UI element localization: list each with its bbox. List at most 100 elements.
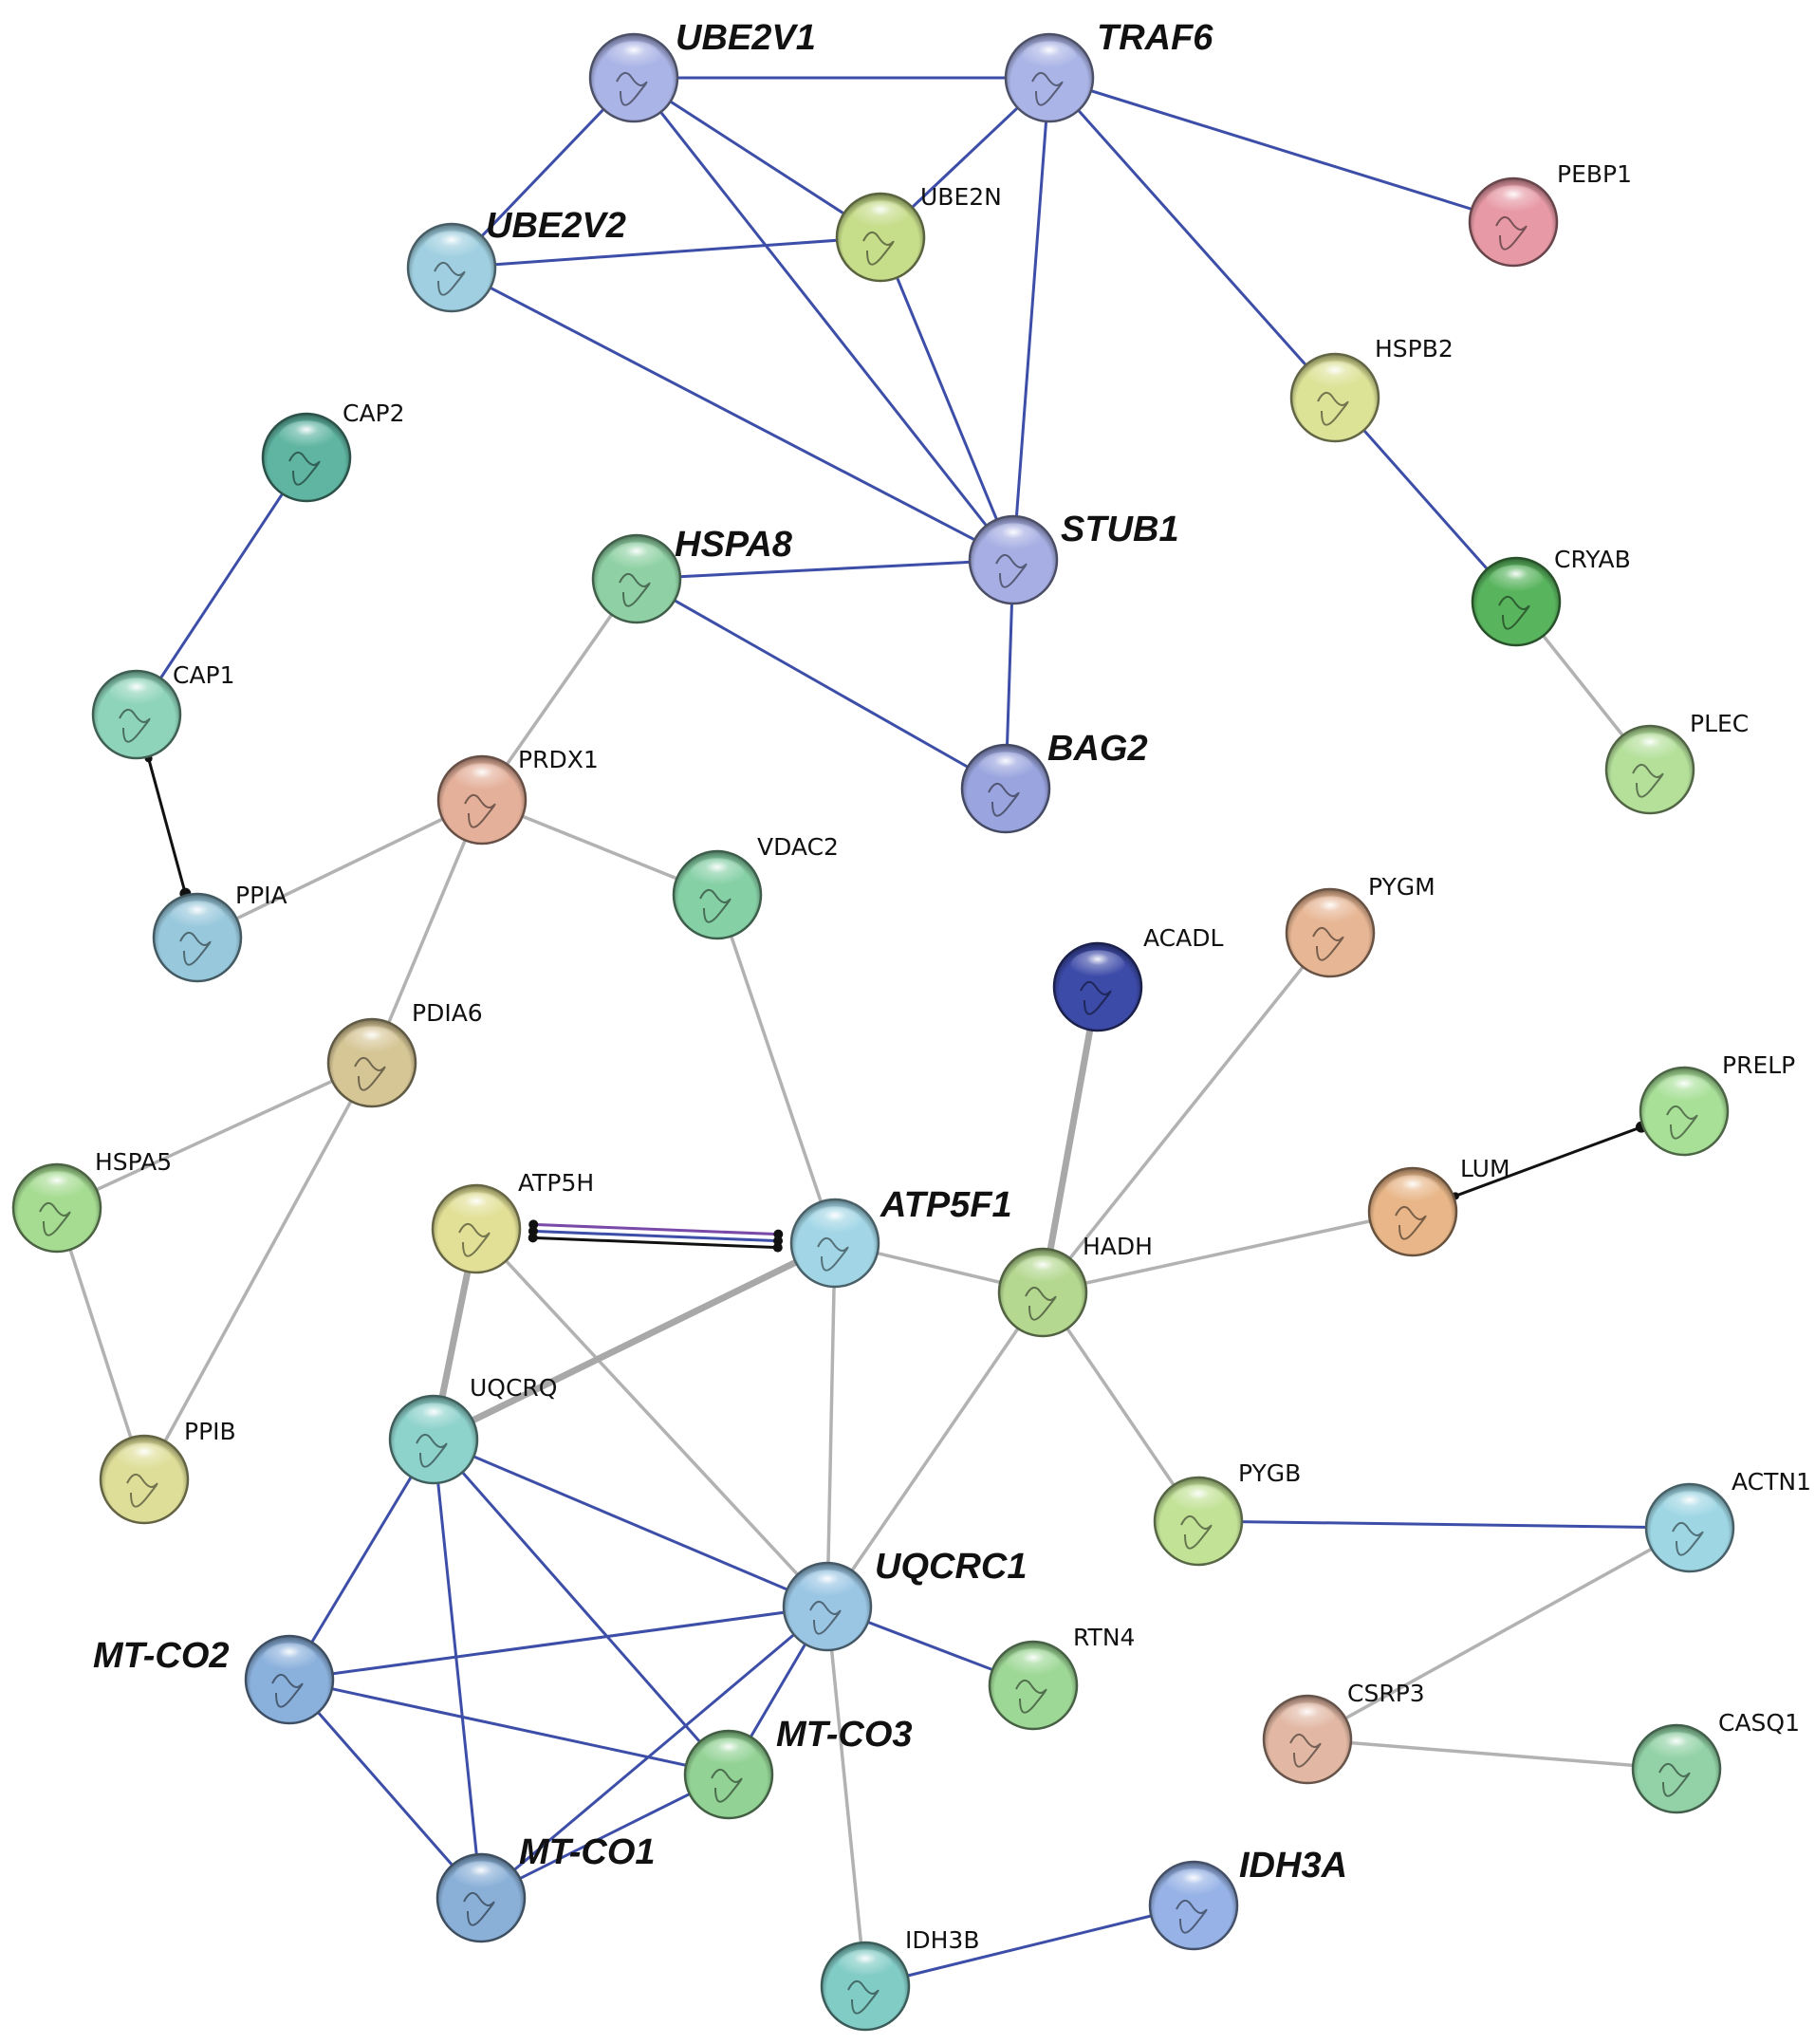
edge-mt-co3-mt-co1 — [480, 1773, 730, 1900]
node-cap2[interactable]: CAP2 — [261, 400, 405, 503]
structure-icon — [1031, 71, 1064, 106]
node-atp5f1[interactable]: ATP5F1 — [789, 1185, 1012, 1289]
node-vdac2[interactable]: VDAC2 — [672, 833, 839, 940]
gloss-highlight — [1015, 1255, 1070, 1286]
node-lum[interactable]: LUM — [1367, 1155, 1510, 1257]
gloss-highlight — [978, 752, 1033, 782]
node-ube2n[interactable]: UBE2N — [835, 183, 1002, 283]
node-label: ACADL — [1143, 924, 1223, 952]
node-prelp[interactable]: PRELP — [1639, 1051, 1795, 1157]
node-pdia6[interactable]: PDIA6 — [326, 999, 483, 1108]
gloss-highlight — [1022, 41, 1077, 71]
node-acadl[interactable]: ACADL — [1052, 924, 1223, 1032]
structure-icon — [1312, 926, 1344, 961]
gloss-highlight — [406, 1403, 461, 1433]
node-ube2v1[interactable]: UBE2V1 — [588, 18, 816, 123]
node-label: ATP5F1 — [880, 1185, 1012, 1225]
structure-icon — [847, 1979, 880, 2015]
node-bag2[interactable]: BAG2 — [960, 729, 1148, 834]
node-cryab[interactable]: CRYAB — [1471, 546, 1631, 647]
structure-icon — [1180, 1514, 1213, 1550]
node-label: MT-CO2 — [93, 1636, 230, 1676]
node-csrp3[interactable]: CSRP3 — [1262, 1680, 1425, 1785]
node-hspa5[interactable]: HSPA5 — [11, 1148, 172, 1254]
gloss-highlight — [449, 1192, 504, 1222]
gloss-highlight — [454, 763, 509, 793]
edge-pygb-actn1 — [1197, 1519, 1691, 1530]
gloss-highlight — [609, 542, 664, 572]
gloss-highlight — [853, 200, 908, 231]
node-hadh[interactable]: HADH — [997, 1233, 1153, 1338]
gloss-highlight — [454, 1861, 509, 1891]
node-label: CAP2 — [343, 400, 405, 427]
node-label: PYGB — [1238, 1459, 1301, 1487]
structure-icon — [1025, 1286, 1057, 1321]
gloss-highlight — [117, 1442, 172, 1473]
structure-icon — [616, 71, 648, 106]
gloss-highlight — [1486, 185, 1541, 215]
node-idh3b[interactable]: IDH3B — [820, 1926, 979, 2032]
edge-pygm-hadh — [1041, 931, 1332, 1294]
node-casq1[interactable]: CASQ1 — [1631, 1709, 1800, 1814]
node-label: PLEC — [1690, 710, 1749, 737]
node-ppia[interactable]: PPIA — [152, 882, 287, 983]
node-uqcrq[interactable]: UQCRQ — [388, 1374, 557, 1485]
edge-ube2v2-stub1 — [451, 266, 1014, 562]
node-idh3a[interactable]: IDH3A — [1148, 1846, 1347, 1951]
edge-uqcrc1-mt-co2 — [288, 1605, 828, 1682]
gloss-highlight — [170, 901, 225, 931]
node-actn1[interactable]: ACTN1 — [1644, 1468, 1811, 1573]
gloss-highlight — [1649, 1732, 1704, 1762]
structure-icon — [1495, 215, 1528, 251]
edge-hspa8-bag2 — [636, 577, 1007, 790]
node-plec[interactable]: PLEC — [1604, 710, 1749, 815]
edge-uqcrq-mt-co3 — [432, 1439, 731, 1775]
gloss-highlight — [1070, 950, 1125, 980]
edge-hadh-uqcrc1 — [825, 1291, 1045, 1607]
node-uqcrc1[interactable]: UQCRC1 — [782, 1547, 1027, 1652]
structure-icon — [416, 1433, 448, 1468]
node-prdx1[interactable]: PRDX1 — [436, 746, 599, 845]
edge-traf6-stub1 — [1011, 77, 1051, 561]
node-atp5h[interactable]: ATP5H — [431, 1169, 594, 1274]
structure-icon — [179, 931, 212, 966]
edge-hadh-pygb — [1041, 1291, 1200, 1522]
node-hspa8[interactable]: HSPA8 — [591, 525, 793, 624]
node-ppib[interactable]: PPIB — [99, 1418, 236, 1525]
structure-icon — [711, 1768, 743, 1803]
node-ube2v2[interactable]: UBE2V2 — [406, 206, 626, 313]
edge-vdac2-atp5f1 — [715, 894, 837, 1244]
gloss-highlight — [344, 1026, 399, 1056]
edge-acadl-hadh — [1039, 986, 1102, 1293]
node-mt-co2[interactable]: MT-CO2 — [93, 1634, 335, 1725]
edge-hspb2-cryab — [1333, 397, 1518, 603]
node-stub1[interactable]: STUB1 — [968, 510, 1179, 605]
edge-atp5f1-uqcrc1 — [825, 1242, 837, 1607]
gloss-highlight — [690, 858, 745, 888]
node-label: UQCRQ — [470, 1374, 557, 1402]
node-traf6[interactable]: TRAF6 — [1004, 18, 1213, 123]
node-hspb2[interactable]: HSPB2 — [1289, 335, 1454, 443]
node-pygm[interactable]: PYGM — [1285, 873, 1435, 978]
node-label: CAP1 — [173, 661, 235, 689]
node-label: IDH3B — [905, 1926, 979, 1954]
node-label: UBE2V1 — [676, 18, 816, 58]
edge-atp5h-uqcrc1 — [474, 1227, 829, 1608]
node-rtn4[interactable]: RTN4 — [988, 1624, 1135, 1731]
node-mt-co1[interactable]: MT-CO1 — [435, 1832, 656, 1943]
structure-icon — [1666, 1105, 1698, 1140]
gloss-highlight — [29, 1171, 84, 1201]
edge-prdx1-pdia6 — [370, 799, 484, 1064]
structure-icon — [119, 708, 151, 743]
node-label: RTN4 — [1073, 1624, 1135, 1651]
structure-icon — [1672, 1521, 1704, 1556]
node-pebp1[interactable]: PEBP1 — [1468, 160, 1632, 268]
node-cap1[interactable]: CAP1 — [91, 661, 235, 760]
edge-lum-hadh — [1042, 1210, 1414, 1294]
node-mt-co3[interactable]: MT-CO3 — [683, 1715, 913, 1820]
edge-cap1-ppia — [144, 754, 192, 900]
structure-icon — [1289, 1733, 1322, 1768]
node-label: MT-CO3 — [776, 1715, 913, 1755]
node-pygb[interactable]: PYGB — [1153, 1459, 1301, 1567]
